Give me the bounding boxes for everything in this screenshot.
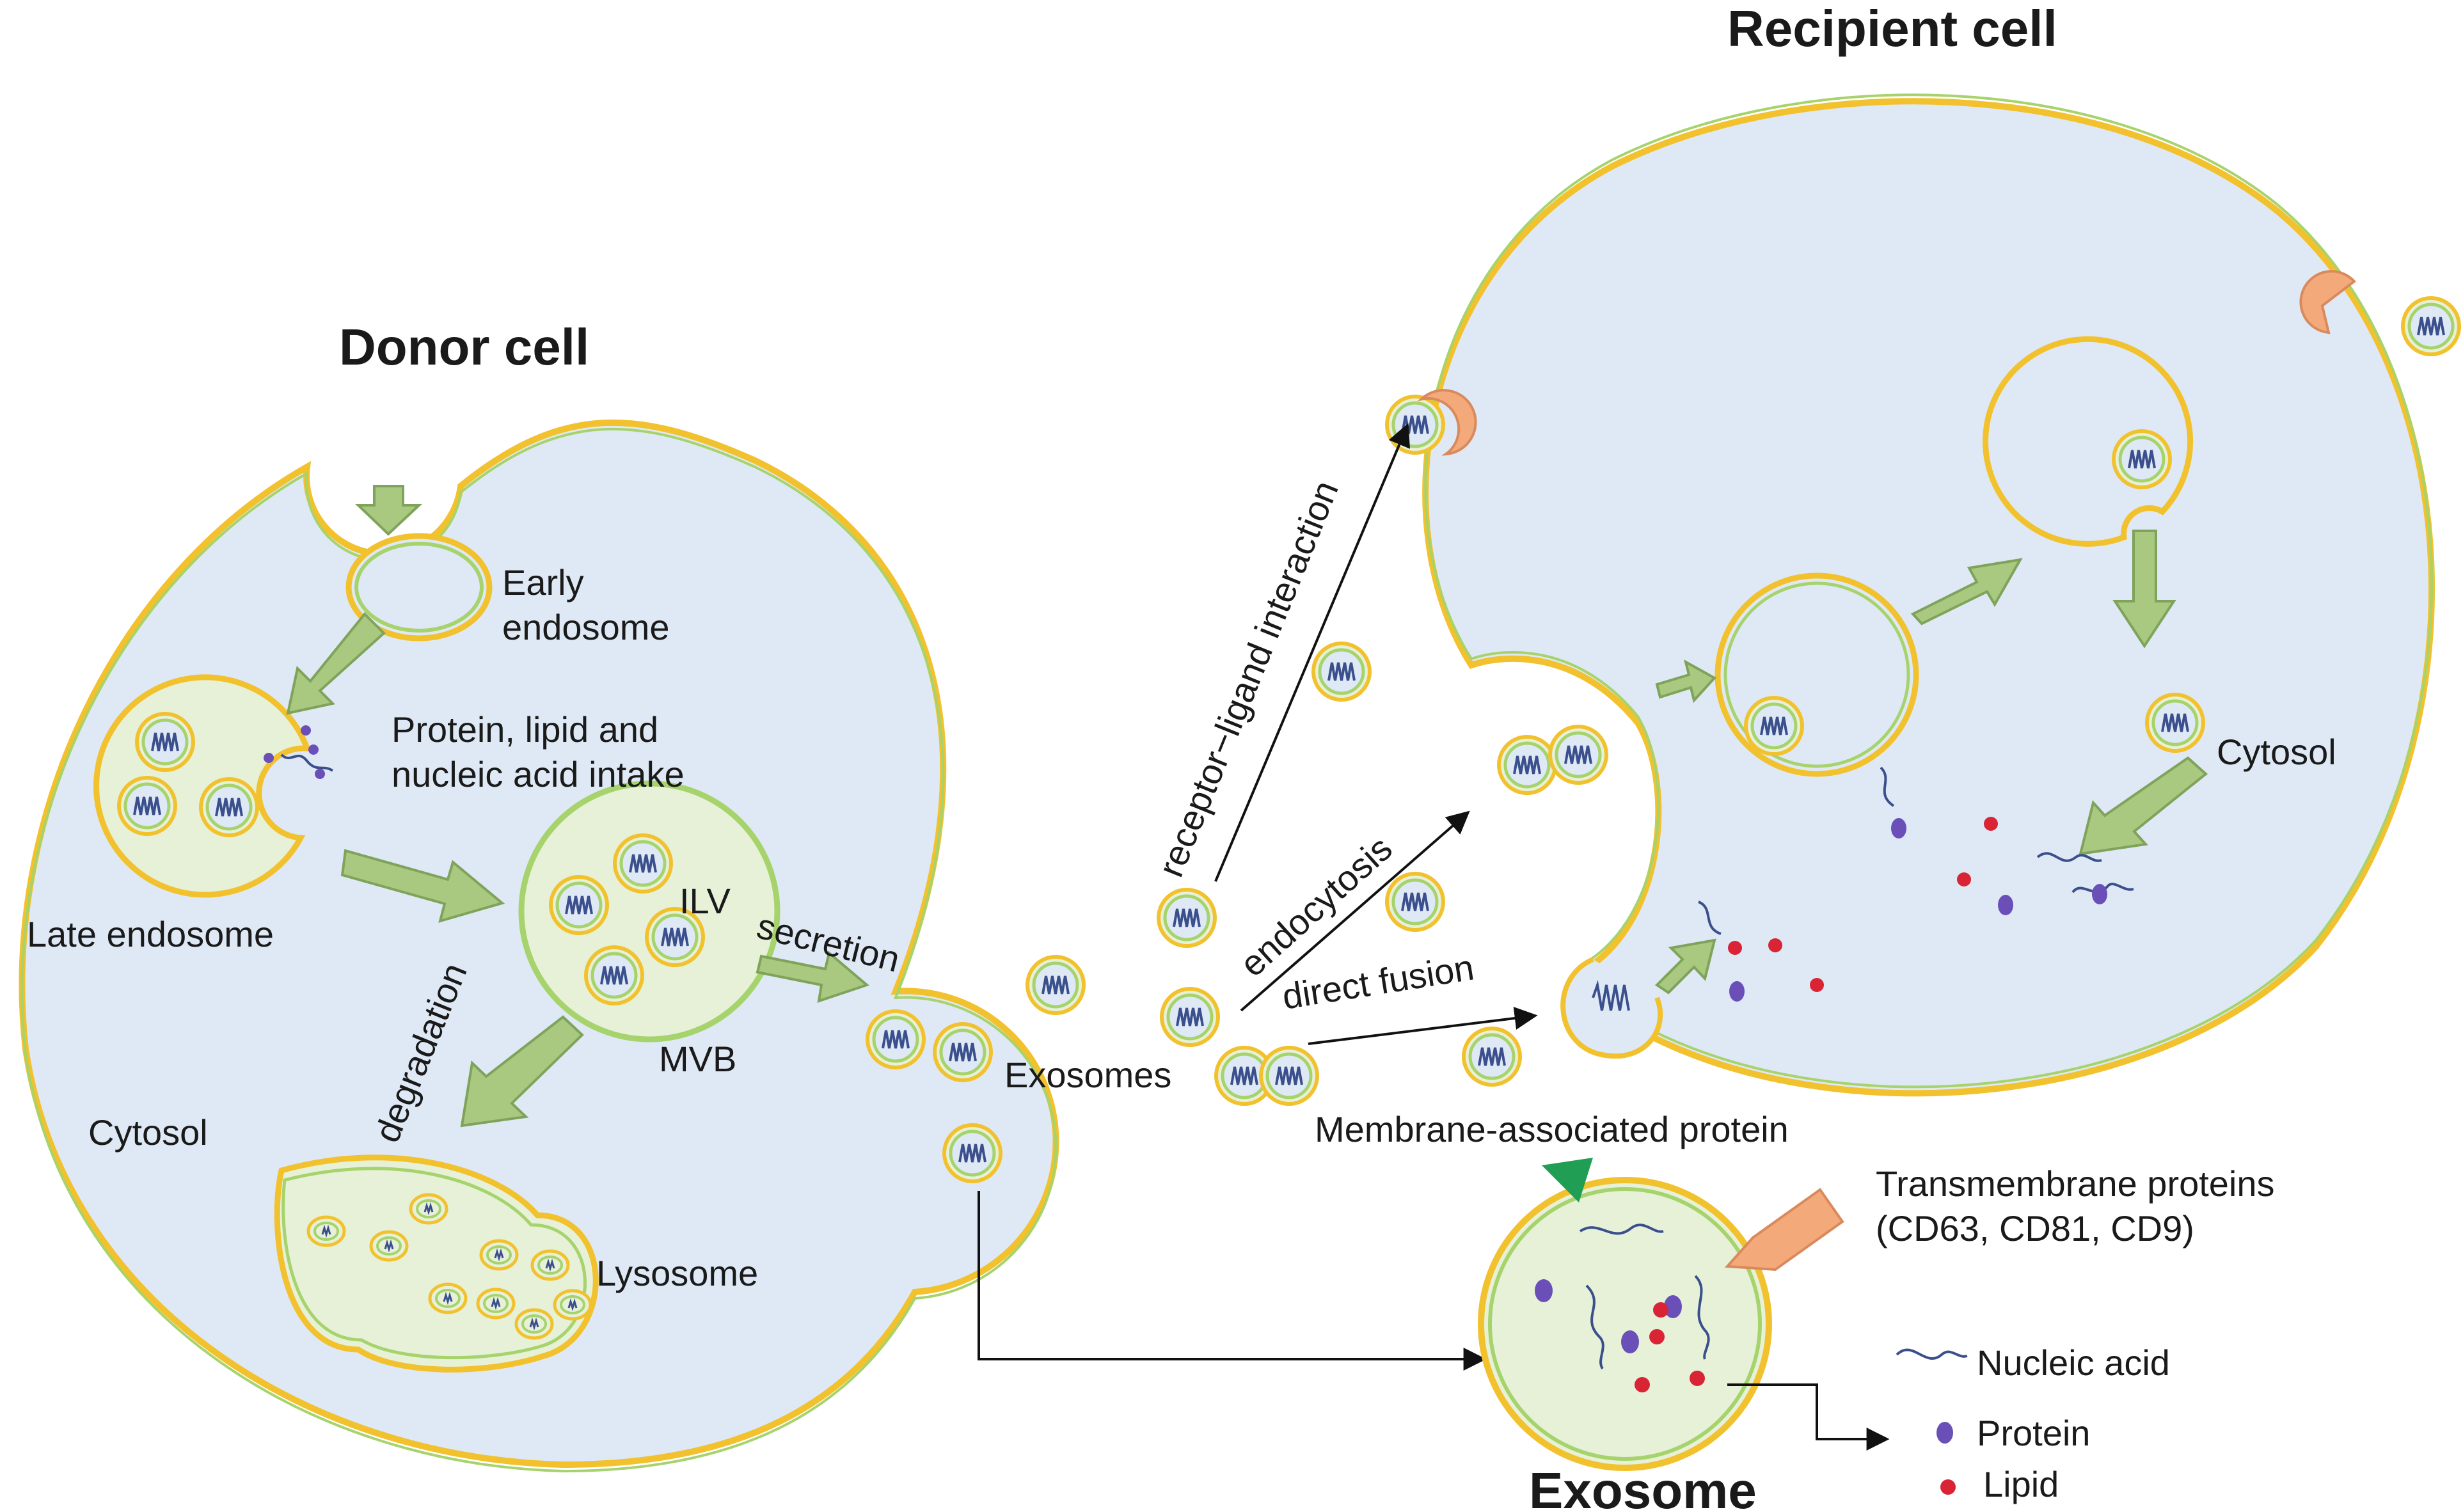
legend: Nucleic acid Protein Lipid <box>1896 1343 2170 1504</box>
legend-protein-label: Protein <box>1977 1413 2090 1453</box>
arrow-into-endosome <box>1655 659 1717 704</box>
lysosome-label: Lysosome <box>596 1253 758 1293</box>
recipient-endosome-open <box>1983 336 2193 547</box>
late-endosome-label: Late endosome <box>27 914 274 954</box>
donor-cytosol-label: Cytosol <box>88 1112 208 1153</box>
arrow-fusion-release <box>1654 938 1716 995</box>
donor-cell-title: Donor cell <box>339 319 589 375</box>
receptor-right <box>2299 270 2356 335</box>
recipient-cell-membrane <box>1422 98 2435 1097</box>
direct-fusion-label: direct fusion <box>1279 947 1477 1016</box>
arrow-to-early-endosome <box>355 485 423 536</box>
direct-fusion-arrow <box>1308 1007 1538 1045</box>
exosomes-label: Exosomes <box>1004 1055 1171 1095</box>
receptor-ligand-arrow <box>1214 423 1411 882</box>
legend-lipid-label: Lipid <box>1983 1464 2059 1504</box>
arrow-endosome-to-open <box>1910 558 2023 626</box>
membrane-protein-marker <box>1542 1158 1593 1202</box>
legend-nucleic-icon <box>1896 1348 1968 1360</box>
recipient-cytosol-label: Cytosol <box>2217 732 2336 772</box>
legend-nucleic-label: Nucleic acid <box>1977 1343 2170 1383</box>
legend-lipid-icon <box>1940 1479 1956 1495</box>
receptor-ligand-complex <box>1387 389 1477 456</box>
endocytosis-label: endocytosis <box>1232 828 1400 984</box>
membrane-protein-label: Membrane-associated protein <box>1315 1109 1789 1149</box>
arrow-to-late-endosome <box>286 612 386 715</box>
exosome-title: Exosome <box>1529 1462 1757 1512</box>
to-legend-arrow <box>1727 1383 1890 1451</box>
mvb-label: MVB <box>659 1039 736 1079</box>
exosome-detail: Exosome Transmembrane proteins(CD63, CD8… <box>1478 1158 2275 1512</box>
recipient-endosome <box>1715 572 1919 777</box>
to-exosome-detail-arrow <box>978 1191 1487 1371</box>
ilv-label: ILV <box>679 881 731 921</box>
arrow-mvb-to-lysosome <box>460 1015 584 1128</box>
recipient-cell-title: Recipient cell <box>1727 0 2057 57</box>
arrow-secretion <box>756 950 870 1003</box>
arrow-open-down <box>2112 530 2176 649</box>
legend-protein-icon <box>1936 1422 1953 1444</box>
arrow-cytosol-release <box>2079 756 2208 856</box>
recipient-cell: Recipient cell Cytosol <box>1422 0 2435 1097</box>
transmembrane-protein-marker <box>1724 1188 1844 1272</box>
arrow-late-to-mvb <box>340 849 505 923</box>
endocytosis-arrow <box>1240 810 1470 1012</box>
early-endosome <box>345 533 493 642</box>
transmembrane-label: Transmembrane proteins(CD63, CD81, CD9) <box>1876 1163 2275 1248</box>
